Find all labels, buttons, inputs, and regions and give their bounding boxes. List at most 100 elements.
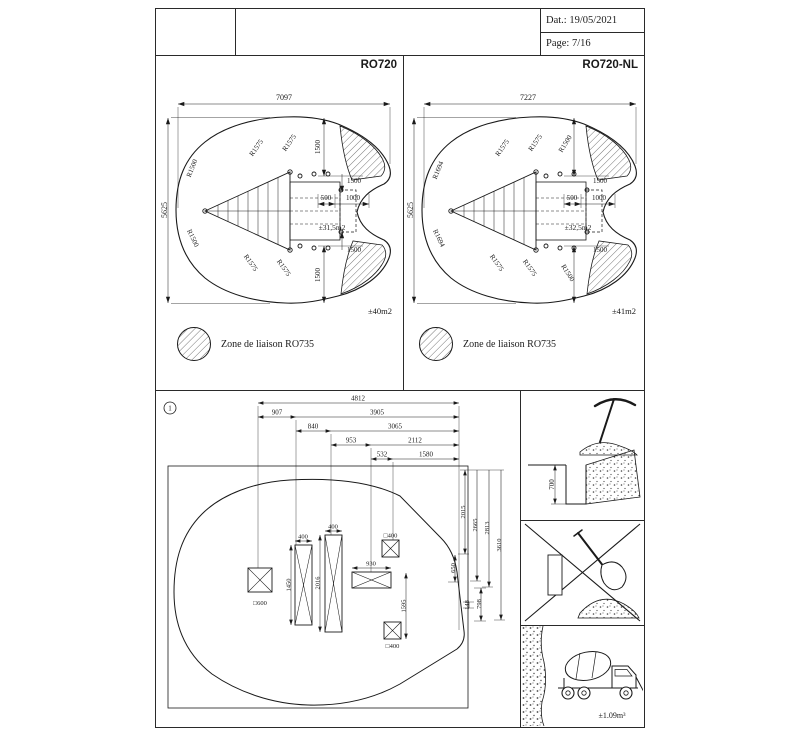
right-dim-lines [448, 469, 505, 622]
dim-label: □400 [384, 533, 398, 540]
detail-marker-circle [163, 401, 177, 415]
radius-label: R1575 [527, 133, 545, 153]
footings [247, 534, 402, 640]
dim-label: 1500 [314, 140, 322, 155]
dim-label: □600 [253, 600, 267, 607]
product-label-ro720nl: RO720-NL [582, 59, 638, 71]
dim-label: 1500 [593, 246, 608, 254]
dim-label: 400 [298, 534, 308, 541]
hatch-swatch-icon [177, 327, 211, 361]
radius-label: R1575 [521, 258, 539, 278]
header-rule [156, 55, 644, 56]
titleblock-divider [235, 9, 236, 55]
liaison-zone-bottom [340, 240, 387, 295]
sheet-frame: Dat.: 19/05/2021 Page: 7/16 RO720 RO720-… [155, 8, 645, 728]
foundation-zone-outline [173, 478, 465, 706]
dim-label: 2813 [484, 522, 491, 535]
detail-panel-concrete: ±1.09m³ [522, 626, 643, 726]
dim-label: 1000 [592, 194, 607, 202]
dim-label: 532 [377, 451, 388, 459]
radius-label: R1500 [557, 133, 574, 153]
liaison-zone-bottom [586, 240, 633, 295]
details-divider [520, 390, 521, 727]
radius-label: R1575 [242, 253, 260, 273]
height-dim-label: 5625 [406, 202, 415, 218]
play-structure [448, 169, 603, 253]
legend-liaison-left: Zone de liaison RO735 [176, 326, 314, 362]
inner-dim-lines [289, 529, 408, 639]
legend-label: Zone de liaison RO735 [463, 338, 557, 350]
dim-label: 2015 [460, 506, 467, 519]
dim-label: 500 [567, 194, 578, 202]
dim-label: 148 [464, 600, 471, 610]
dim-label: 3905 [370, 409, 385, 417]
plan-ro720: 7097 5625 R1575 R1575 1500 R1500 1500 50… [160, 93, 392, 316]
dim-label: 1500 [314, 268, 322, 283]
dim-label: 650 [450, 563, 457, 573]
trench-section [528, 449, 641, 505]
dim-label: 400 [328, 524, 338, 531]
liaison-zone-top [585, 125, 632, 181]
platform-area-label: ±32,5m2 [565, 223, 592, 232]
mixer-truck-icon [558, 650, 643, 700]
dim-label: 1500 [347, 177, 362, 185]
play-structure [202, 169, 357, 253]
radius-label: R1575 [281, 133, 299, 153]
top-dim-lines [257, 401, 460, 630]
details-rule [520, 520, 644, 521]
dim-label: 1595 [401, 600, 408, 613]
safety-zone-outline [421, 116, 637, 304]
dim-lines [165, 101, 391, 304]
dim-label: 3065 [388, 423, 403, 431]
dim-label: 840 [308, 423, 319, 431]
detail-marker-number: 1 [168, 405, 172, 413]
dim-label: 953 [346, 437, 357, 445]
dim-label: 907 [272, 409, 283, 417]
dim-label: 4812 [351, 395, 366, 403]
excavation-border [167, 465, 469, 709]
concrete-edge [540, 626, 546, 726]
footing-hole [547, 554, 563, 596]
foundation-plan: 1 [163, 395, 505, 709]
dim-label: □400 [386, 643, 400, 650]
dim-label: 500 [321, 194, 332, 202]
product-label-ro720: RO720 [360, 59, 397, 71]
dim-label: 3610 [496, 539, 503, 552]
radius-label: R1575 [248, 138, 266, 158]
detail-panel-no-shovel [524, 523, 641, 622]
dirt-pile [579, 442, 638, 456]
plan-ro720nl: 7227 5625 R1575 R1575 R1500 R1694 1500 5… [406, 93, 637, 316]
section-rule [156, 390, 644, 391]
radius-label: R1694 [431, 228, 447, 249]
detail-panel-dig: 700 [528, 398, 641, 505]
titleblock-divider [540, 32, 644, 33]
total-area-label: ±40m2 [368, 306, 392, 316]
liaison-zone-top [339, 125, 386, 181]
radius-label: R1500 [185, 228, 201, 249]
dim-lines [411, 101, 637, 304]
width-dim-label: 7097 [276, 93, 292, 102]
hatch-swatch-icon [419, 327, 453, 361]
dim-label: 1500 [347, 246, 362, 254]
legend-label: Zone de liaison RO735 [221, 338, 315, 350]
platform-area-label: ±31,5m2 [319, 223, 346, 232]
dim-label: 2665 [472, 519, 479, 532]
radius-label: R1575 [275, 258, 293, 278]
shovel-icon [573, 529, 627, 591]
safety-zone-outline [175, 116, 391, 304]
total-area-label: ±41m2 [612, 306, 636, 316]
date-label: Dat.: 19/05/2021 [546, 15, 618, 26]
concrete-texture [522, 626, 546, 726]
dim-label: 1450 [286, 579, 293, 592]
dim-label: 1500 [593, 177, 608, 185]
details-rule [520, 625, 644, 626]
page-label: Page: 7/16 [546, 38, 591, 49]
height-dim-label: 5625 [160, 202, 169, 218]
dim-label: 2016 [315, 576, 322, 590]
plans-divider [403, 55, 404, 390]
dim-label: 1000 [346, 194, 361, 202]
radius-label: R1575 [494, 138, 512, 158]
dirt-pile [577, 598, 640, 619]
dim-label: 2112 [408, 437, 422, 445]
